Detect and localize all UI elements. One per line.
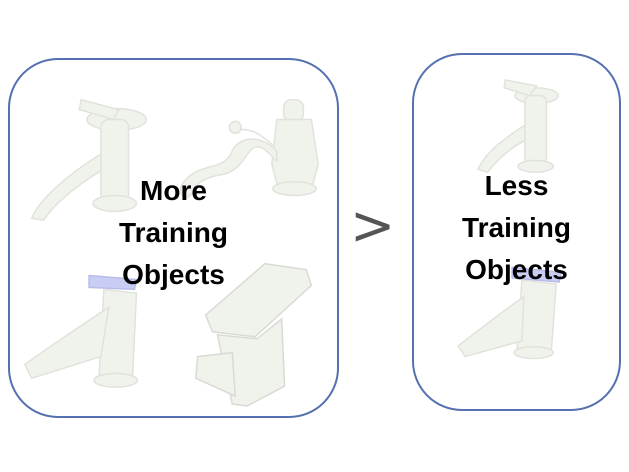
faucet-icon — [179, 98, 319, 200]
faucet-illustrations — [457, 79, 563, 360]
less-objects-panel: Less Training Objects — [412, 53, 621, 411]
faucet-icon — [30, 98, 148, 222]
faucet-icon — [457, 266, 563, 360]
more-training-objects-label: More Training Objects — [10, 170, 337, 296]
faucet-icon — [476, 79, 559, 174]
label-line: Training — [119, 217, 228, 248]
faucet-icon — [23, 274, 139, 388]
label-line: Objects — [465, 254, 568, 285]
faucet-icon — [194, 262, 313, 407]
label-line: More — [140, 175, 207, 206]
more-objects-panel: More Training Objects — [8, 58, 339, 418]
label-line: Less — [484, 170, 549, 201]
less-training-objects-label: Less Training Objects — [414, 165, 619, 291]
label-line: Training — [462, 212, 571, 243]
greater-than-symbol: > — [350, 194, 396, 257]
label-line: Objects — [122, 259, 225, 290]
faucet-illustrations — [23, 98, 319, 407]
